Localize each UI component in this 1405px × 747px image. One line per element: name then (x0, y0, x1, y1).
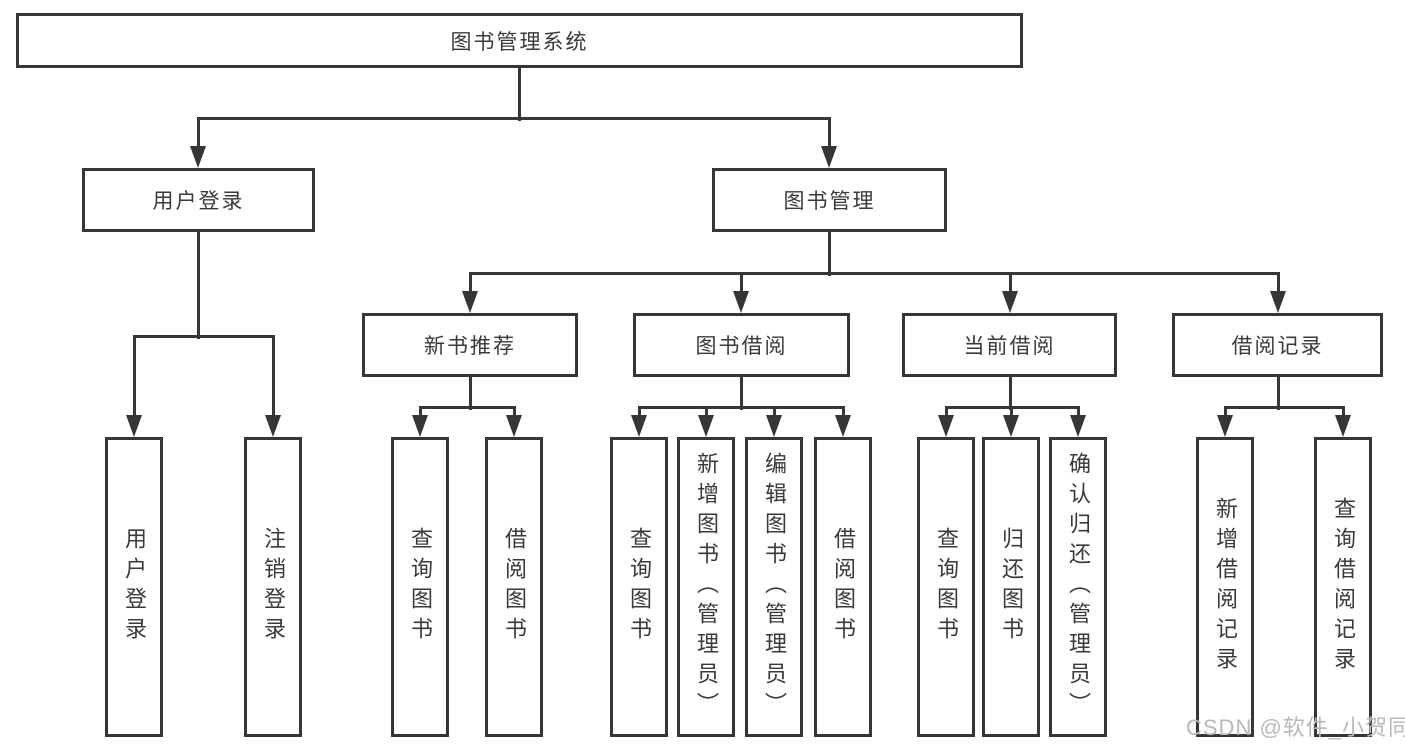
node-borrow-book-1-label: 借阅图书 (502, 527, 527, 647)
arrowhead-icon (1217, 415, 1233, 437)
node-query-book-1: 查询图书 (391, 437, 449, 737)
node-borrow-book-2-label: 借阅图书 (831, 527, 856, 647)
arrowhead-icon (412, 415, 428, 437)
node-query-borrow-record: 查询借阅记录 (1314, 437, 1372, 737)
node-user-login-label: 用户登录 (122, 527, 147, 647)
connector-arrow-stem (468, 273, 472, 293)
node-query-book-3-label: 查询图书 (934, 527, 959, 647)
node-current-borrowing-label: 当前借阅 (963, 335, 1056, 358)
arrowhead-icon (506, 415, 522, 437)
connector-hline (418, 405, 516, 409)
connector-arrow-stem (944, 407, 948, 417)
connector-arrow-stem (196, 118, 200, 148)
node-return-book: 归还图书 (982, 437, 1040, 737)
node-logout: 注销登录 (244, 437, 302, 737)
connector-arrow-stem (1341, 407, 1345, 417)
arrowhead-icon (265, 415, 281, 437)
node-borrow-book-1: 借阅图书 (485, 437, 543, 737)
node-add-borrow-record: 新增借阅记录 (1196, 437, 1254, 737)
connector-hline (132, 334, 275, 338)
connector-arrow-stem (1276, 273, 1280, 293)
arrowhead-icon (462, 291, 478, 313)
node-edit-book-admin-label: 编辑图书（管理员） (762, 452, 787, 722)
node-book-management-label: 图书管理 (783, 190, 876, 213)
node-new-book-recommend-label: 新书推荐 (424, 335, 516, 358)
node-query-book-1-label: 查询图书 (408, 527, 433, 647)
node-library-system-label: 图书管理系统 (450, 30, 589, 54)
arrowhead-icon (631, 415, 647, 437)
connector-arrow-stem (827, 118, 831, 148)
connector-arrow-stem (1223, 407, 1227, 417)
node-user-login: 用户登录 (105, 437, 163, 737)
connector-vline (468, 377, 472, 410)
connector-arrow-stem (704, 407, 708, 417)
arrowhead-icon (1070, 415, 1086, 437)
connector-vline (739, 377, 743, 410)
connector-arrow-stem (1076, 407, 1080, 417)
connector-hline (1223, 405, 1345, 409)
node-user-login-branch: 用户登录 (82, 168, 315, 232)
arrowhead-icon (835, 415, 851, 437)
connector-hline (637, 405, 845, 409)
arrowhead-icon (1003, 415, 1019, 437)
node-add-borrow-record-label: 新增借阅记录 (1213, 497, 1238, 677)
node-current-borrowing: 当前借阅 (902, 313, 1117, 377)
node-borrow-book-2: 借阅图书 (814, 437, 872, 737)
node-logout-label: 注销登录 (261, 527, 286, 647)
node-confirm-return-admin: 确认归还（管理员） (1049, 437, 1107, 737)
arrowhead-icon (190, 146, 206, 168)
node-query-book-2: 查询图书 (610, 437, 668, 737)
arrowhead-icon (126, 415, 142, 437)
connector-arrow-stem (418, 407, 422, 417)
arrowhead-icon (938, 415, 954, 437)
node-library-system: 图书管理系统 (16, 13, 1023, 68)
connector-vline (1276, 377, 1280, 410)
connector-arrow-stem (739, 273, 743, 293)
connector-arrow-stem (637, 407, 641, 417)
arrowhead-icon (1270, 291, 1286, 313)
connector-arrow-stem (271, 336, 275, 417)
arrowhead-icon (766, 415, 782, 437)
node-query-book-3: 查询图书 (917, 437, 975, 737)
connector-vline (517, 68, 521, 121)
node-add-book-admin-label: 新增图书（管理员） (694, 452, 719, 722)
arrowhead-icon (821, 146, 837, 168)
connector-vline (827, 232, 831, 276)
node-book-management: 图书管理 (712, 168, 947, 232)
node-confirm-return-admin-label: 确认归还（管理员） (1066, 452, 1091, 722)
node-book-borrowing-label: 图书借阅 (695, 335, 788, 358)
node-return-book-label: 归还图书 (999, 527, 1024, 647)
node-add-book-admin: 新增图书（管理员） (677, 437, 735, 737)
connector-hline (468, 271, 1280, 275)
connector-arrow-stem (772, 407, 776, 417)
node-edit-book-admin: 编辑图书（管理员） (745, 437, 803, 737)
watermark: CSDN @软件_小贺同学 (1186, 715, 1405, 740)
node-new-book-recommend: 新书推荐 (362, 313, 578, 377)
arrowhead-icon (1002, 291, 1018, 313)
node-borrowing-records: 借阅记录 (1172, 313, 1383, 377)
node-query-borrow-record-label: 查询借阅记录 (1331, 497, 1356, 677)
connector-arrow-stem (132, 336, 136, 417)
node-book-borrowing: 图书借阅 (633, 313, 850, 377)
connector-hline (196, 116, 831, 120)
node-user-login-branch-label: 用户登录 (152, 190, 245, 213)
arrowhead-icon (1335, 415, 1351, 437)
connector-vline (1008, 377, 1012, 410)
node-query-book-2-label: 查询图书 (627, 527, 652, 647)
arrowhead-icon (698, 415, 714, 437)
connector-arrow-stem (1008, 273, 1012, 293)
connector-vline (196, 232, 200, 339)
connector-arrow-stem (512, 407, 516, 417)
connector-arrow-stem (841, 407, 845, 417)
arrowhead-icon (733, 291, 749, 313)
connector-arrow-stem (1009, 407, 1013, 417)
node-borrowing-records-label: 借阅记录 (1231, 335, 1324, 358)
